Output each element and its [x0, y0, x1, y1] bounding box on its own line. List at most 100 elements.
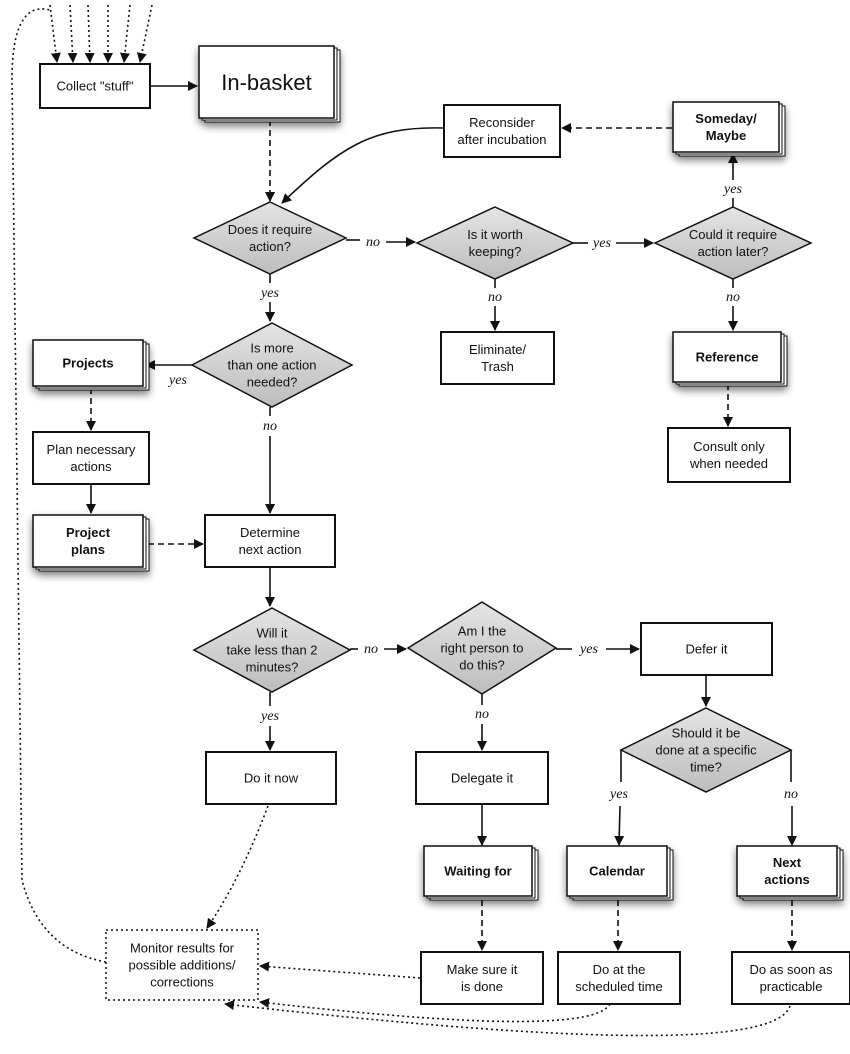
- node-label-line: done at a specific: [655, 743, 757, 758]
- edge-label-no: no: [726, 290, 740, 305]
- node-label: Collect "stuff": [57, 79, 134, 94]
- node-label-line: Waiting for: [444, 864, 511, 879]
- node-eliminate: Eliminate/Trash: [440, 331, 555, 385]
- node-label-line: time?: [690, 760, 722, 775]
- node-label-line: after incubation: [458, 132, 547, 147]
- edge-label-yes: yes: [259, 286, 279, 301]
- connector-arrow: [136, 4, 153, 63]
- node-label-line: than one action: [228, 358, 317, 373]
- node-label-line: Is it worth: [467, 227, 523, 242]
- node-label-line: right person to: [440, 641, 523, 656]
- process-box: [205, 751, 337, 805]
- node-label-line: action later?: [698, 244, 769, 259]
- connector-arrow: [67, 4, 78, 63]
- node-label-line: Should it be: [672, 726, 741, 741]
- node-label-line: Collect "stuff": [57, 79, 134, 94]
- node-label: In-basket: [221, 70, 312, 95]
- node-someday: Someday/Maybe: [672, 101, 786, 157]
- node-label-line: next action: [239, 542, 302, 557]
- decision-diamond: [406, 601, 558, 695]
- process-box: [420, 951, 544, 1005]
- node-label: Delegate it: [451, 771, 514, 786]
- connector-arrow: [259, 961, 421, 979]
- edge-label-yes: yes: [591, 236, 611, 251]
- decision-diamond: [619, 707, 793, 793]
- node-label: Waiting for: [444, 864, 511, 879]
- edge-label-yes: yes: [578, 642, 598, 657]
- node-delegate: Delegate it: [415, 751, 549, 805]
- node-label-line: Project: [66, 525, 111, 540]
- node-reference: Reference: [672, 331, 788, 387]
- node-label-line: Trash: [481, 359, 514, 374]
- node-label-line: Determine: [240, 525, 300, 540]
- node-label-line: Eliminate/: [469, 342, 526, 357]
- connector-arrow: [206, 805, 269, 929]
- node-label-line: Consult only: [693, 439, 765, 454]
- node-label: Should it be done at a specific time?: [655, 726, 757, 775]
- edge-label-yes: yes: [167, 373, 187, 388]
- node-label: Consult only when needed: [689, 439, 768, 471]
- stacked-box: [198, 45, 335, 119]
- node-label-line: Am I the: [458, 624, 506, 639]
- node-label-line: Reference: [696, 350, 759, 365]
- node-label-line: Reconsider: [469, 115, 535, 130]
- connector-arrow: [49, 4, 61, 63]
- node-label: Reference: [696, 350, 759, 365]
- node-inbasket: In-basket: [198, 45, 341, 123]
- stacked-box: [736, 845, 838, 897]
- node-label: Calendar: [589, 864, 645, 879]
- edge-label-yes: yes: [608, 787, 628, 802]
- node-label: Defer it: [686, 642, 728, 657]
- connector-arrow: [259, 998, 611, 1023]
- stacked-box: [672, 101, 780, 153]
- node-label-line: when needed: [689, 456, 768, 471]
- node-label: Is it worth keeping?: [467, 227, 523, 259]
- decision-diamond: [415, 206, 575, 280]
- edge-label-no: no: [263, 419, 277, 434]
- node-waiting: Waiting for: [423, 845, 539, 901]
- node-label-line: corrections: [150, 975, 214, 990]
- node-label-line: Do it now: [244, 771, 299, 786]
- node-label: Projects: [62, 356, 113, 371]
- edge-label-no: no: [475, 707, 489, 722]
- node-label-line: Could it require: [689, 227, 777, 242]
- node-label-line: actions: [70, 459, 112, 474]
- node-label-line: actions: [764, 872, 810, 887]
- node-defer: Defer it: [640, 622, 773, 676]
- node-label: Do it now: [244, 771, 299, 786]
- edge-label-no: no: [488, 290, 502, 305]
- node-label-line: Calendar: [589, 864, 645, 879]
- edge-label-no: no: [364, 642, 378, 657]
- node-action-later: Could it require action later?: [653, 206, 813, 280]
- node-do-now: Do it now: [205, 751, 337, 805]
- node-label-line: take less than 2: [226, 643, 317, 658]
- node-label-line: Do at the: [593, 962, 646, 977]
- node-label: Determine next action: [239, 525, 302, 557]
- process-box: [557, 951, 681, 1005]
- node-label: Eliminate/Trash: [469, 342, 526, 374]
- node-label-line: Is more: [250, 341, 293, 356]
- node-label-line: Projects: [62, 356, 113, 371]
- process-box: [640, 622, 773, 676]
- node-label-line: Do as soon as: [749, 962, 833, 977]
- node-label-line: Monitor results for: [130, 941, 235, 956]
- process-box: [443, 104, 561, 158]
- edge-label-yes: yes: [259, 709, 279, 724]
- node-label-line: keeping?: [469, 244, 522, 259]
- node-determine: Determine next action: [204, 514, 336, 568]
